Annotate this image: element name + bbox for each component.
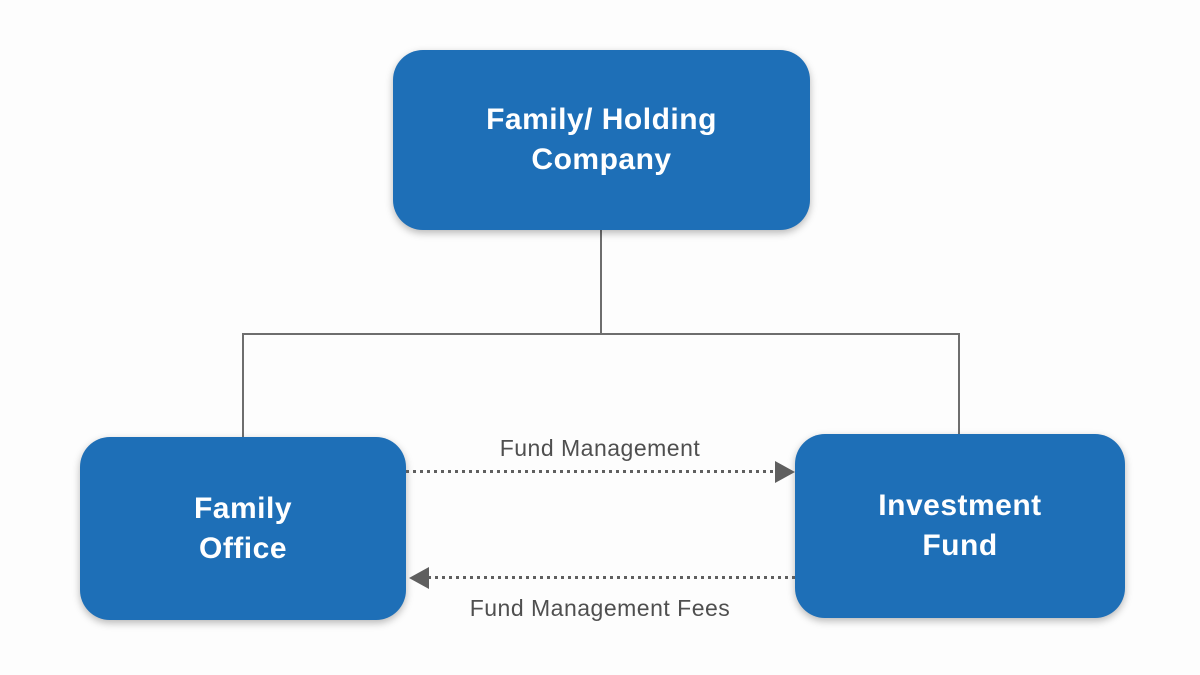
node-family-office: Family Office <box>80 437 406 620</box>
edge-label-fund-management: Fund Management <box>499 435 701 461</box>
node-label-line: Fund <box>922 529 998 562</box>
node-label-line: Office <box>198 531 288 565</box>
connector-horizontal-line <box>242 333 960 335</box>
node-investment-fund: Investment Fund <box>795 434 1125 618</box>
connector-stem-line <box>600 230 602 334</box>
node-label-line: Family/ Holding <box>486 103 717 137</box>
arrowhead-left-icon <box>409 567 429 589</box>
node-label-line: Investment <box>878 489 1042 523</box>
edge-label-fund-management-fees: Fund Management Fees <box>469 595 731 621</box>
node-family-holding-company: Family/ Holding Company <box>393 50 810 230</box>
dotted-arrow-fund-management <box>406 470 776 473</box>
arrowhead-right-icon <box>775 461 795 483</box>
node-label-line: Family <box>193 491 293 525</box>
connector-left-drop-line <box>242 334 244 437</box>
dotted-arrow-fund-management-fees <box>428 576 795 579</box>
node-label-line: Company <box>531 143 672 176</box>
connector-right-drop-line <box>958 334 960 434</box>
